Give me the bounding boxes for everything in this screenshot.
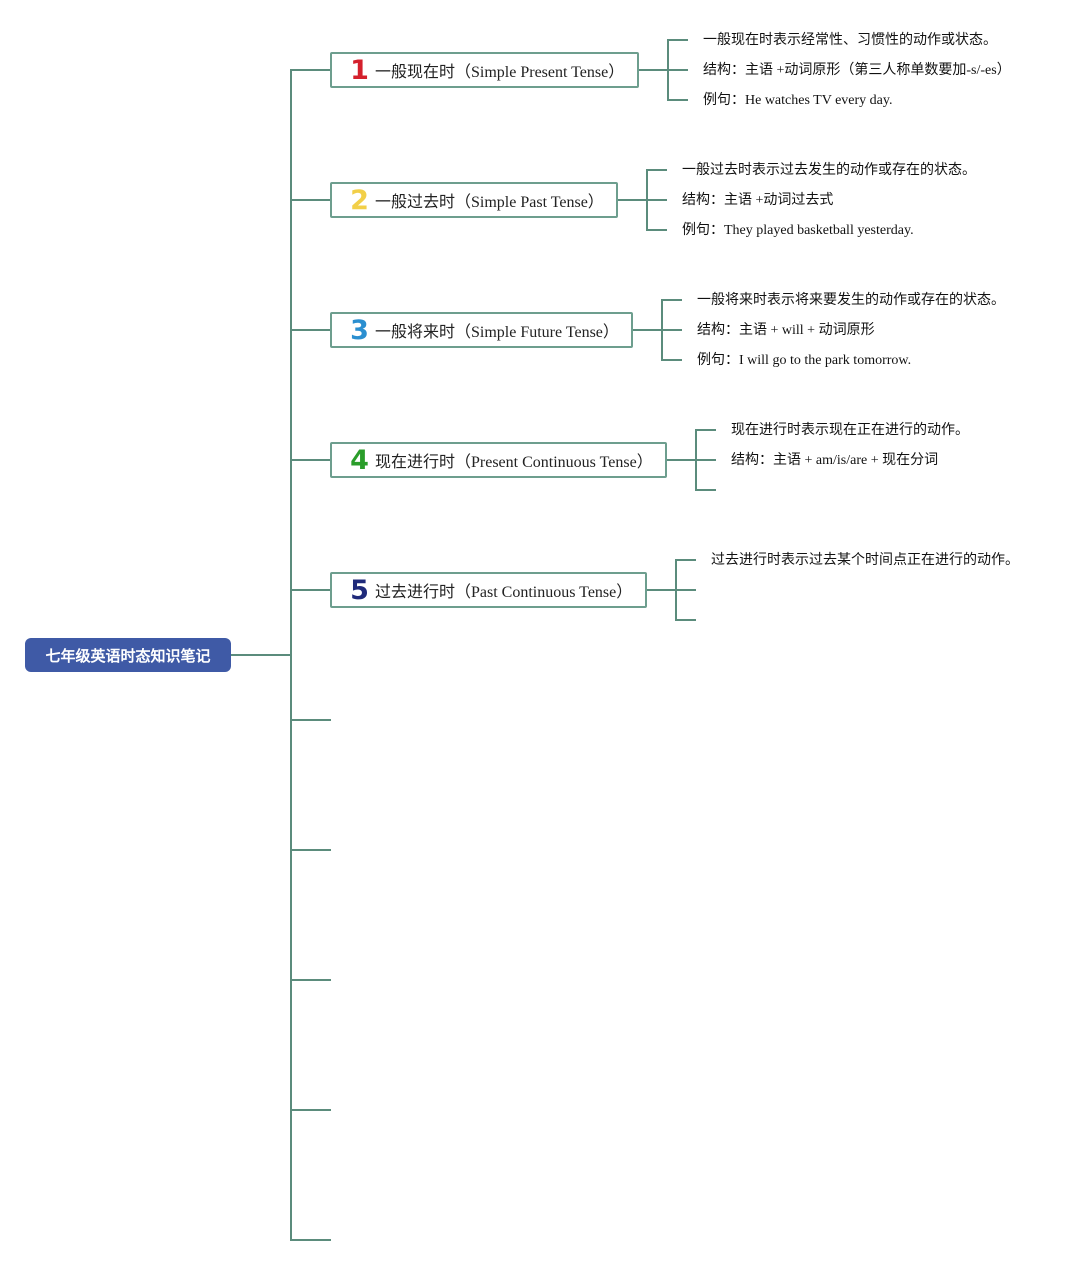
detail-connector (647, 589, 676, 591)
branch-node-simple-past[interactable]: 2 一般过去时（Simple Past Tense） (330, 182, 618, 218)
detail-tick (695, 489, 716, 491)
detail-connector (633, 329, 662, 331)
detail-definition: 一般现在时表示经常性、习惯性的动作或状态。 (703, 33, 997, 48)
detail-tick (661, 359, 682, 361)
branch-number: 4 (350, 444, 369, 476)
branch-connector (290, 459, 331, 461)
detail-connector (667, 459, 696, 461)
branch-node-past-continuous[interactable]: 5 过去进行时（Past Continuous Tense） (330, 572, 647, 608)
branch-number: 1 (350, 54, 369, 86)
detail-tick (661, 299, 682, 301)
detail-tick (646, 169, 667, 171)
branch-connector (290, 69, 331, 71)
empty-branch-stub (290, 1109, 331, 1111)
branch-label: 一般现在时（Simple Present Tense） (375, 64, 625, 81)
branch-number: 5 (350, 574, 369, 606)
detail-tick (646, 199, 667, 201)
root-node[interactable]: 七年级英语时态知识笔记 (25, 638, 231, 672)
detail-example: 例句：He watches TV every day. (703, 93, 893, 108)
empty-branch-stub (290, 979, 331, 981)
branch-label: 现在进行时（Present Continuous Tense） (375, 454, 653, 471)
detail-definition: 一般过去时表示过去发生的动作或存在的状态。 (682, 163, 976, 178)
detail-tick (667, 39, 688, 41)
root-title: 七年级英语时态知识笔记 (45, 646, 211, 665)
root-connector (231, 654, 291, 656)
detail-connector (639, 69, 668, 71)
detail-tick (667, 99, 688, 101)
branch-connector (290, 199, 331, 201)
detail-structure: 结构：主语 + am/is/are + 现在分词 (731, 453, 939, 468)
detail-tick (675, 559, 696, 561)
detail-structure: 结构：主语 + will + 动词原形 (697, 323, 875, 338)
detail-definition: 现在进行时表示现在正在进行的动作。 (731, 423, 969, 438)
detail-definition: 过去进行时表示过去某个时间点正在进行的动作。 (711, 553, 1019, 568)
branch-number: 2 (350, 184, 369, 216)
branch-label: 一般过去时（Simple Past Tense） (375, 194, 604, 211)
empty-branch-stub (290, 849, 331, 851)
branch-label: 过去进行时（Past Continuous Tense） (375, 584, 633, 601)
detail-definition: 一般将来时表示将来要发生的动作或存在的状态。 (697, 293, 1005, 308)
trunk-line (290, 69, 292, 1241)
detail-structure: 结构：主语 +动词过去式 (682, 193, 834, 208)
detail-tick (661, 329, 682, 331)
detail-example: 例句：I will go to the park tomorrow. (697, 353, 912, 368)
detail-example: 例句：They played basketball yesterday. (682, 223, 914, 238)
branch-connector (290, 589, 331, 591)
branch-connector (290, 329, 331, 331)
branch-node-simple-future[interactable]: 3 一般将来时（Simple Future Tense） (330, 312, 633, 348)
detail-tick (675, 589, 696, 591)
branch-node-present-continuous[interactable]: 4 现在进行时（Present Continuous Tense） (330, 442, 667, 478)
detail-structure: 结构：主语 +动词原形（第三人称单数要加-s/-es） (703, 63, 1011, 78)
detail-tick (695, 429, 716, 431)
detail-tick (646, 229, 667, 231)
branch-number: 3 (350, 314, 369, 346)
branch-label: 一般将来时（Simple Future Tense） (375, 324, 619, 341)
branch-node-simple-present[interactable]: 1 一般现在时（Simple Present Tense） (330, 52, 639, 88)
detail-tick (667, 69, 688, 71)
detail-tick (675, 619, 696, 621)
empty-branch-stub (290, 719, 331, 721)
empty-branch-stub (290, 1239, 331, 1241)
detail-connector (618, 199, 647, 201)
detail-tick (695, 459, 716, 461)
